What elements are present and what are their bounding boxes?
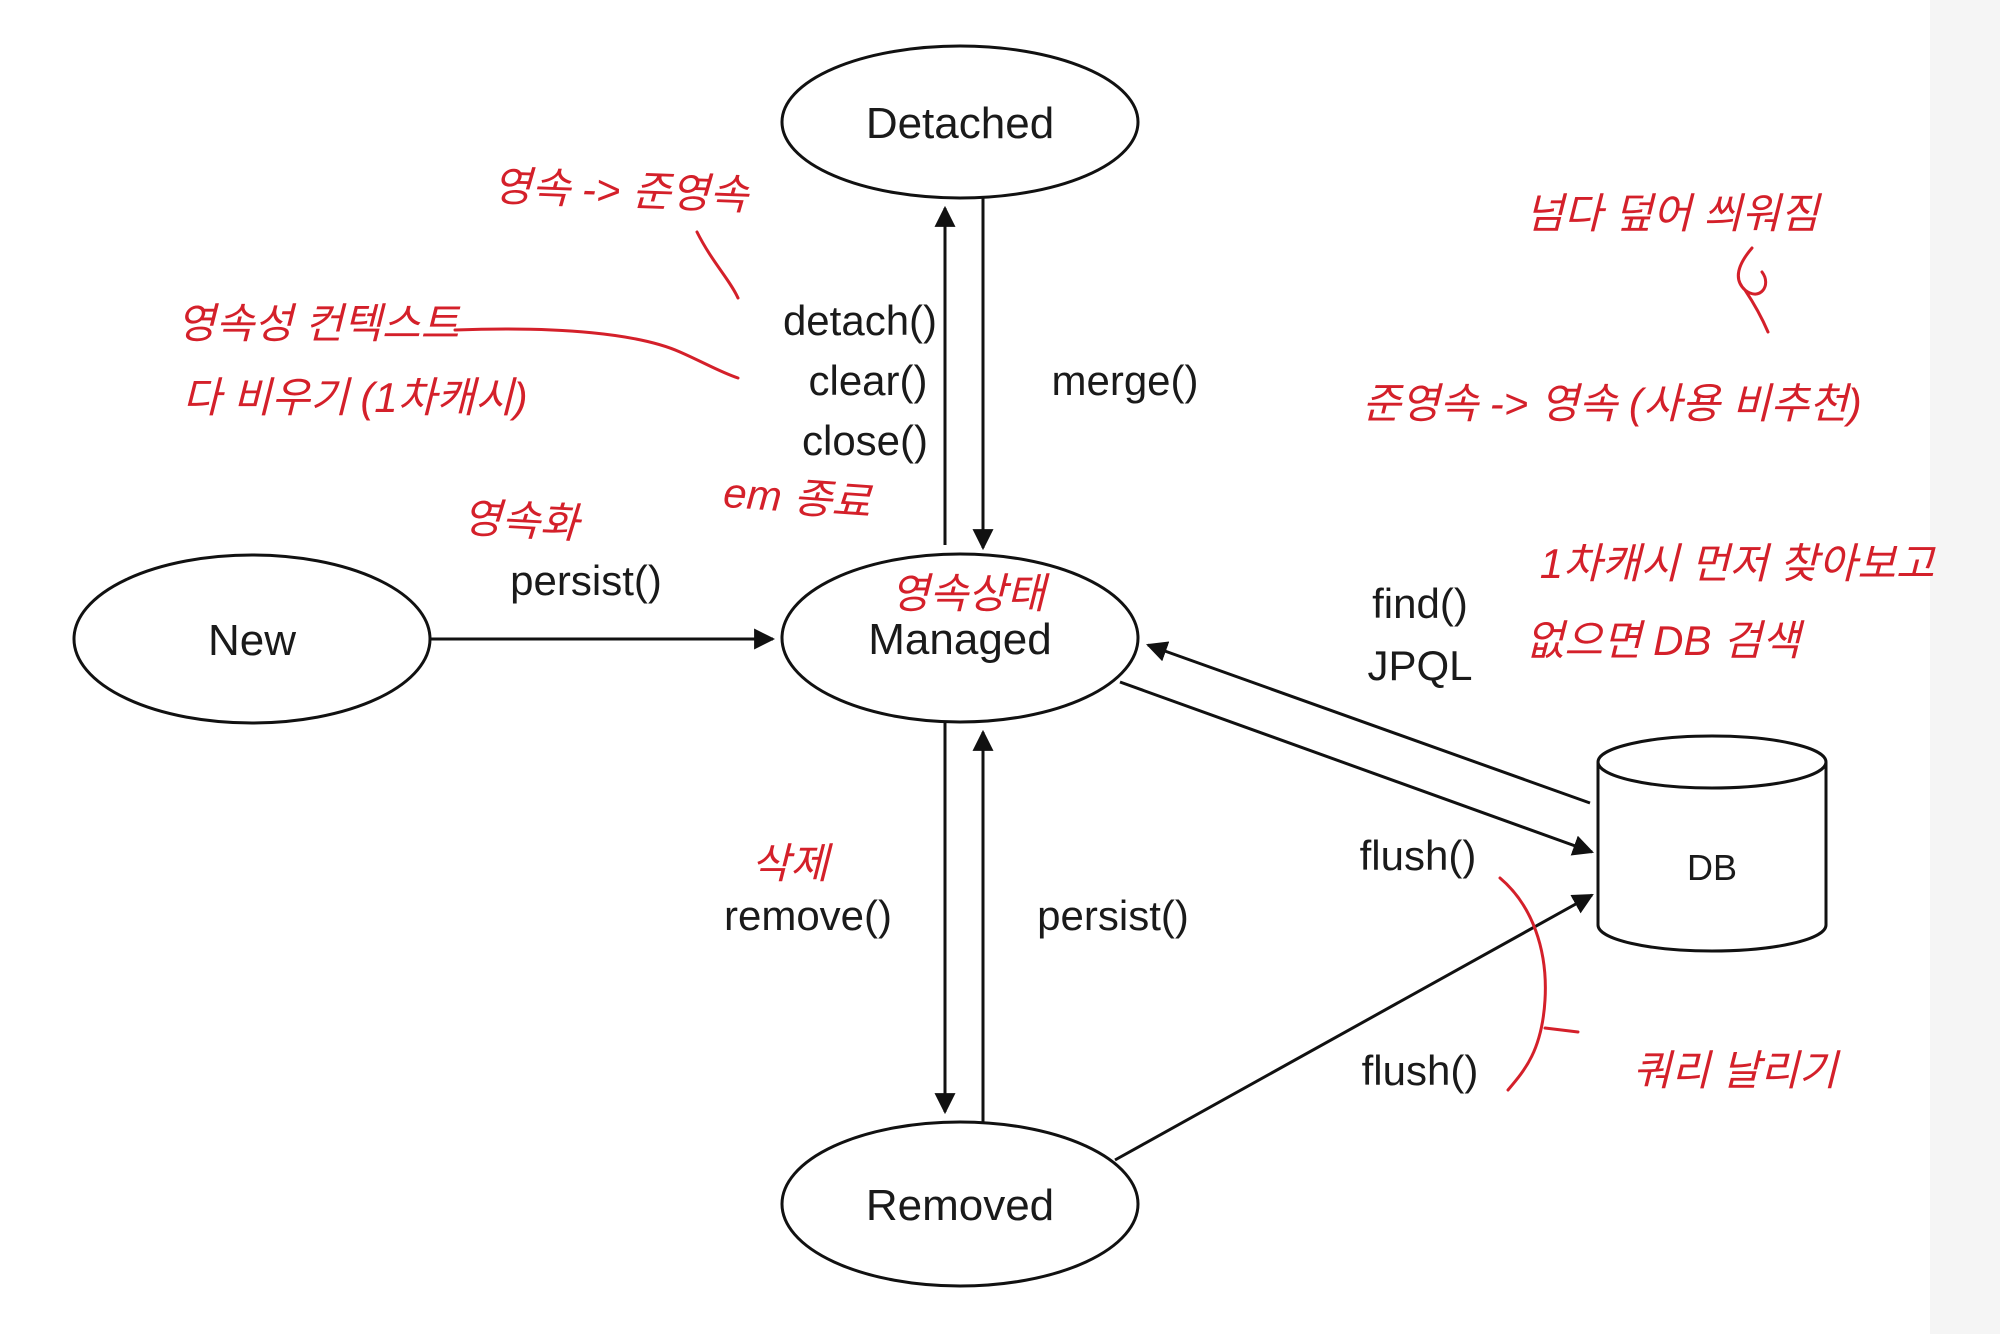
- db-cylinder-top: [1596, 734, 1828, 790]
- edge-managed-to-db: [1119, 680, 1594, 856]
- annotation-connector-query: [1543, 1026, 1580, 1034]
- edge-label-persist-new: persist(): [510, 557, 662, 604]
- node-removed: Removed: [780, 1120, 1140, 1288]
- node-new-shape: [72, 553, 432, 725]
- edge-label-flush-removed: flush(): [1362, 1047, 1479, 1094]
- annotation-bracket-flush: [1498, 876, 1547, 1092]
- node-removed-shape: [780, 1120, 1140, 1288]
- annotation-persist-to-detached: 영속 -> 준영속: [492, 163, 751, 219]
- db-cylinder-body: [1596, 762, 1828, 953]
- edge-label-jpql: JPQL: [1367, 642, 1472, 689]
- annotation-connector-overwrite: [1736, 246, 1770, 334]
- annotation-em-close: em 종료: [722, 469, 875, 526]
- annotation-connector-detach: [695, 230, 740, 300]
- node-db: DB: [1596, 734, 1828, 953]
- edge-label-flush-managed: flush(): [1360, 832, 1477, 879]
- node-managed: Managed: [780, 552, 1140, 724]
- node-detached-shape: [780, 44, 1140, 200]
- edge-label-remove: remove(): [724, 892, 892, 939]
- node-detached: Detached: [780, 44, 1140, 200]
- node-managed-shape: [780, 552, 1140, 724]
- edge-label-clear: clear(): [808, 357, 927, 404]
- annotation-clear-context-line2: 다 비우기 (1차캐시): [182, 374, 527, 421]
- edge-removed-to-db: [1114, 893, 1594, 1162]
- annotation-become-persistent: 영속화: [462, 494, 584, 547]
- annotation-persistent-state: 영속상태: [891, 570, 1051, 617]
- node-detached-label: Detached: [866, 99, 1054, 148]
- annotation-clear-context-line1: 영속성 컨텍스트: [177, 300, 462, 347]
- node-removed-label: Removed: [866, 1181, 1054, 1230]
- node-new: New: [72, 553, 432, 725]
- annotation-find-cache-line2: 없으면 DB 검색: [1526, 617, 1805, 664]
- annotation-send-query: 쿼리 날리기: [1633, 1047, 1841, 1094]
- screenshot-edge-strip: [1930, 0, 2000, 1334]
- node-managed-label: Managed: [868, 615, 1051, 664]
- edge-label-merge: merge(): [1051, 357, 1198, 404]
- edge-db-to-managed: [1146, 641, 1591, 805]
- annotation-connector-clear: [453, 327, 740, 380]
- edge-label-detach: detach(): [783, 297, 937, 344]
- annotation-find-cache-line1: 1차캐시 먼저 찾아보고: [1540, 540, 1937, 587]
- node-db-label: DB: [1687, 847, 1737, 888]
- edge-label-persist-removed: persist(): [1037, 892, 1189, 939]
- annotation-detached-to-persistent: 준영속 -> 영속 (사용 비추천): [1362, 380, 1862, 427]
- annotation-overwrite: 넘다 덮어 씌워짐: [1525, 190, 1822, 237]
- node-new-label: New: [208, 616, 296, 665]
- annotation-delete: 삭제: [751, 840, 833, 887]
- edge-label-find: find(): [1372, 580, 1468, 627]
- edge-label-close: close(): [802, 417, 928, 464]
